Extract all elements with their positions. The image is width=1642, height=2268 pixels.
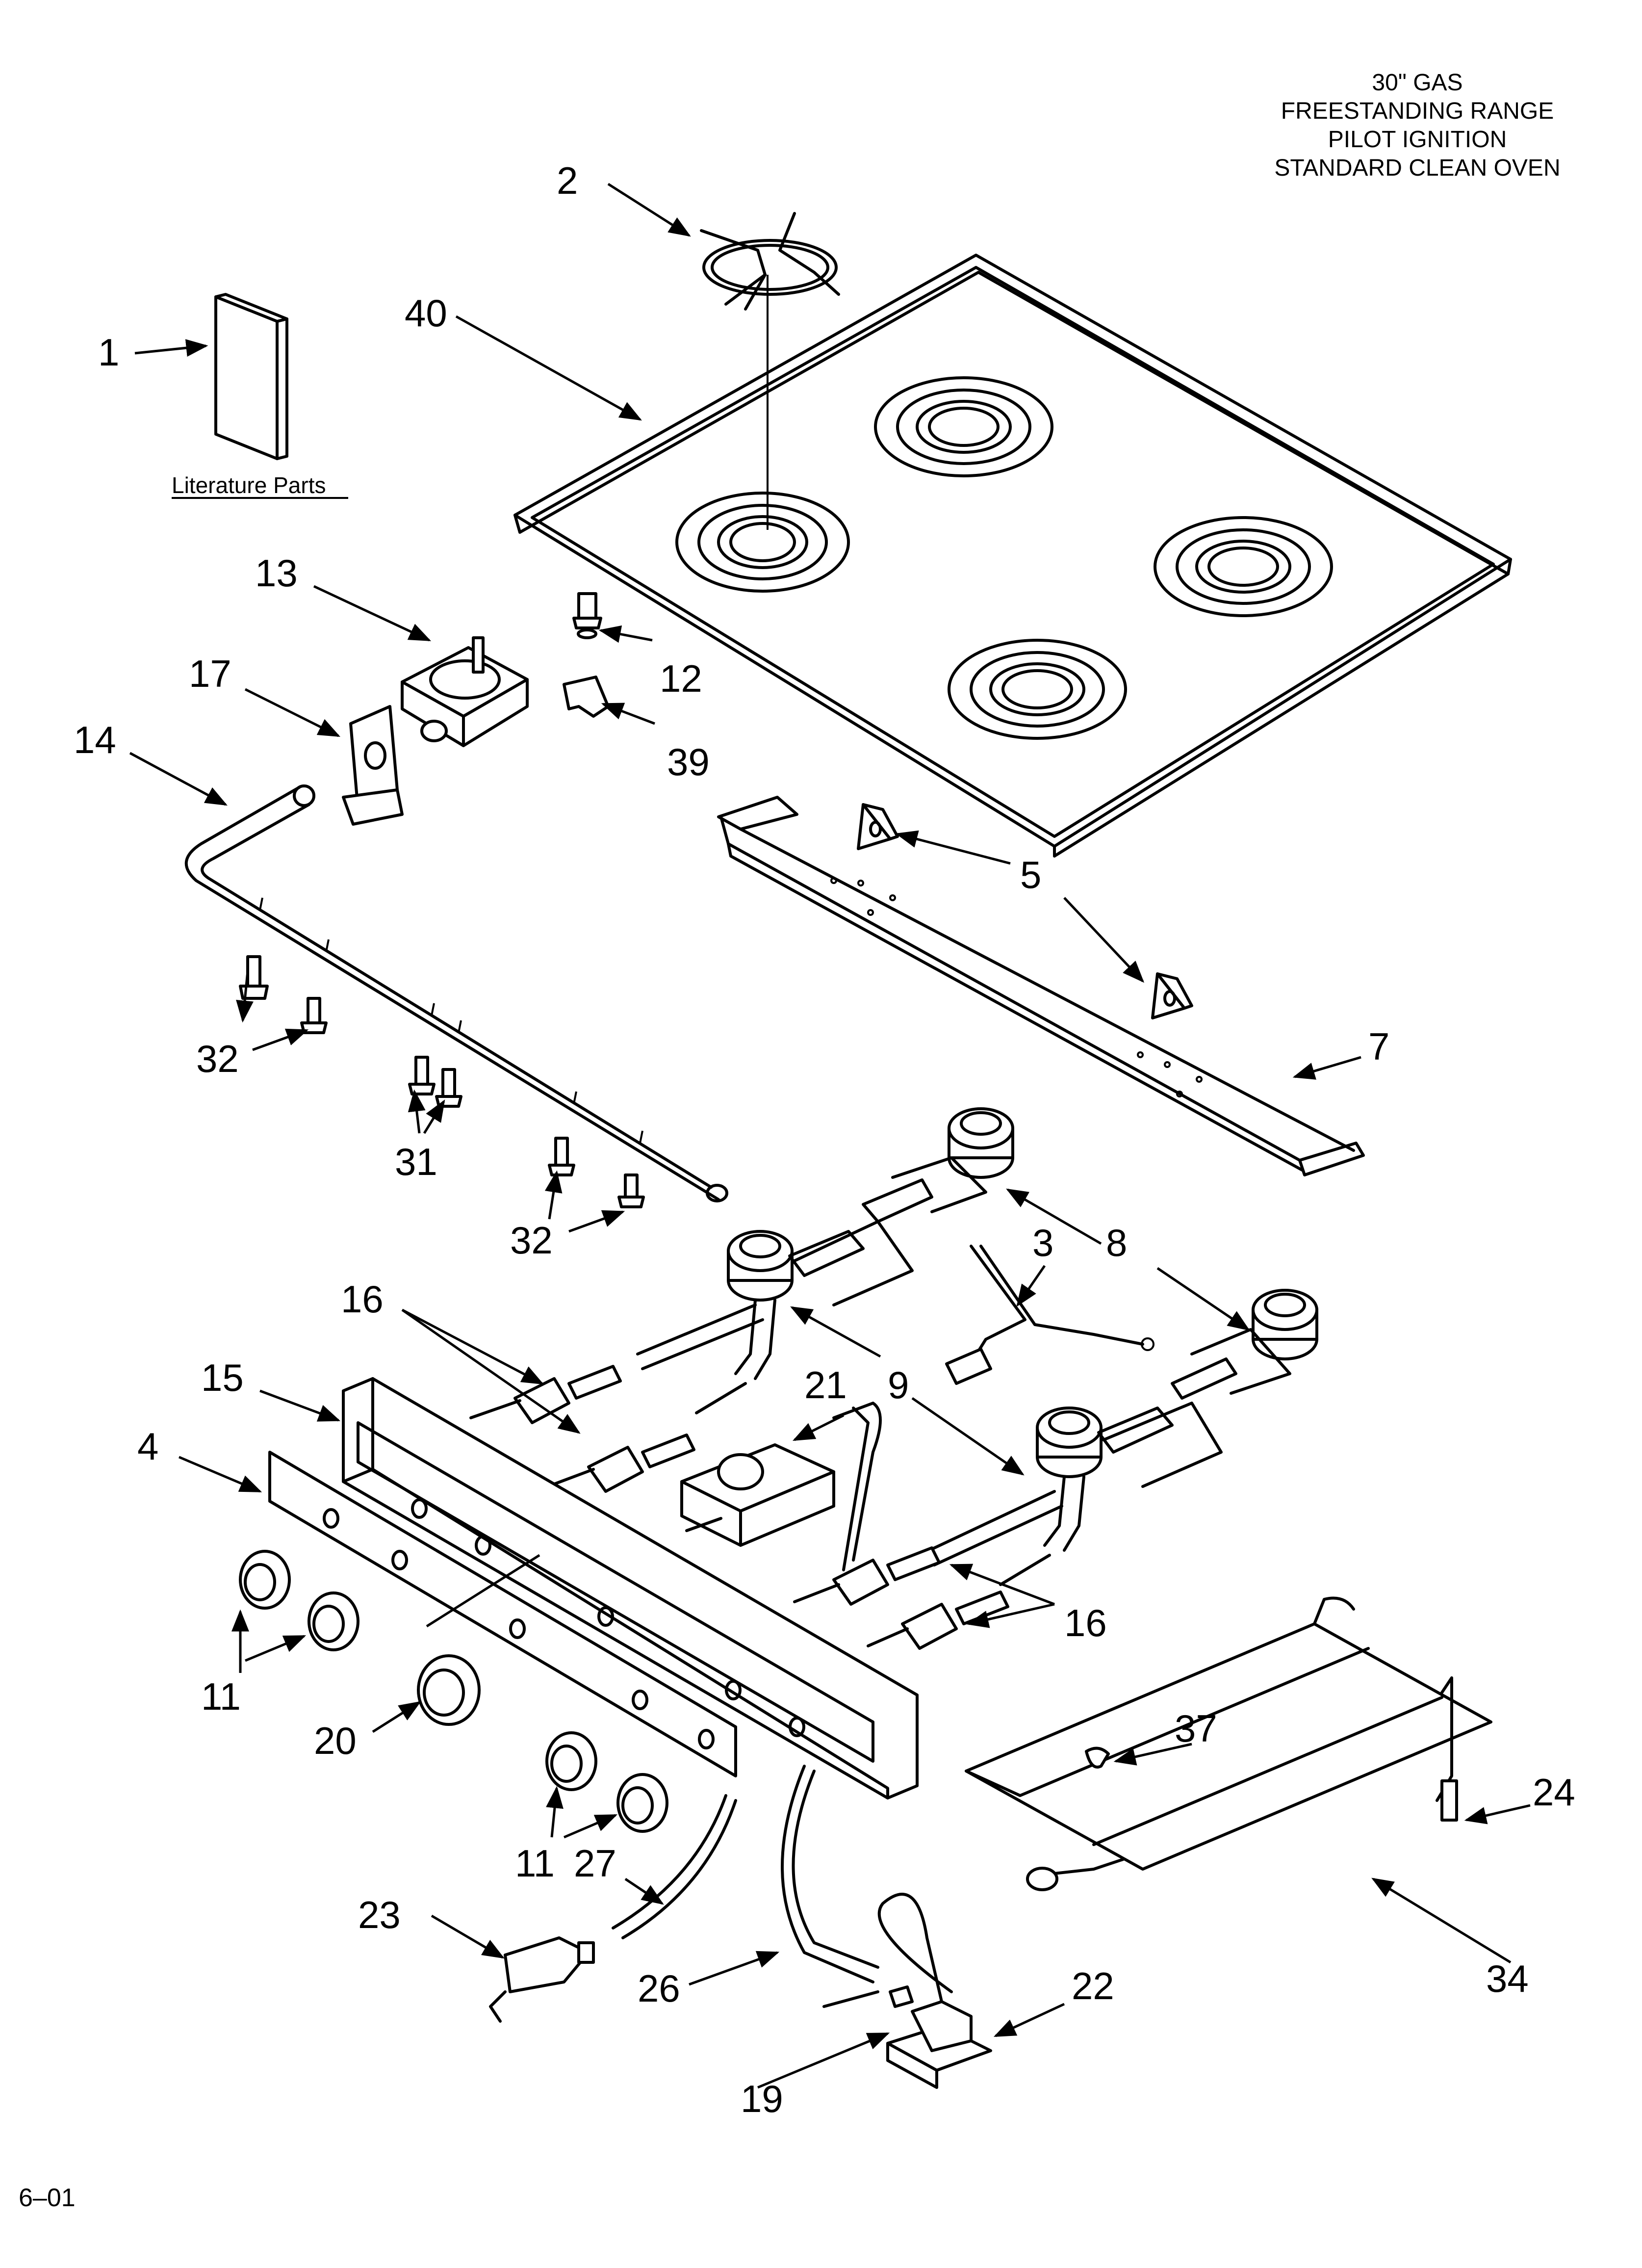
callout-2: 2 <box>557 159 578 202</box>
title-line-3: PILOT IGNITION <box>1328 127 1507 153</box>
burner-shield-right <box>1151 972 1193 1019</box>
manifold-screws <box>239 955 645 1208</box>
callout-11-right: 11 <box>515 1842 555 1885</box>
control-panel <box>342 1377 919 1799</box>
burner-recess-rear-left <box>874 376 1053 477</box>
callout-arrows <box>129 182 1531 2089</box>
burner-recess-front-left <box>675 492 850 593</box>
callout-17: 17 <box>189 652 231 695</box>
callout-39: 39 <box>667 740 710 783</box>
pilot-tubing <box>945 1245 1155 1385</box>
burner-recess-front-right <box>948 639 1127 740</box>
burner-shield-left <box>857 803 899 850</box>
pilot-burner <box>489 1936 595 2023</box>
callout-27: 27 <box>574 1842 616 1885</box>
title-line-2: FREESTANDING RANGE <box>1281 98 1554 124</box>
safety-valve <box>877 1893 992 2089</box>
oven-burner-baffle <box>965 1596 1492 1891</box>
callout-16-right: 16 <box>1064 1601 1107 1644</box>
title-line-4: STANDARD CLEAN OVEN <box>1274 155 1561 181</box>
callout-23: 23 <box>358 1893 401 1936</box>
callout-8: 8 <box>1106 1221 1127 1264</box>
oven-clip <box>1085 1747 1110 1769</box>
callout-34: 34 <box>1486 1957 1529 2000</box>
callout-16-left: 16 <box>341 1277 384 1321</box>
bake-pilot-tubing <box>612 1765 879 2008</box>
valve <box>401 636 529 747</box>
callout-32-bottom: 32 <box>510 1219 553 1262</box>
callout-5: 5 <box>1020 853 1041 896</box>
callout-3: 3 <box>1032 1221 1053 1264</box>
orifice-hood <box>572 592 602 639</box>
callout-21: 21 <box>804 1363 847 1407</box>
title-block: 30" GAS FREESTANDING RANGE PILOT IGNITIO… <box>1202 69 1633 182</box>
title-line-1: 30" GAS <box>1372 70 1463 96</box>
callout-9: 9 <box>888 1363 909 1407</box>
callout-12: 12 <box>660 657 702 700</box>
callout-labels: 1 2 40 13 17 14 12 39 5 7 8 3 9 21 16 16… <box>74 159 1575 2120</box>
callout-24: 24 <box>1533 1771 1575 1814</box>
callout-14: 14 <box>74 718 116 761</box>
callout-22: 22 <box>1072 1964 1114 2007</box>
callout-40: 40 <box>405 291 447 335</box>
burner-grate <box>700 212 840 530</box>
literature-parts-label: Literature Parts <box>172 472 326 498</box>
valve-bracket <box>342 705 404 826</box>
control-panel-shield <box>268 1451 805 1777</box>
callout-11-left: 11 <box>201 1675 241 1718</box>
burner-clip <box>563 676 610 718</box>
callout-37: 37 <box>1175 1707 1217 1750</box>
control-knobs <box>239 1550 668 1833</box>
callout-1: 1 <box>98 331 119 374</box>
burner-rear-left <box>862 1107 1014 1223</box>
callout-26: 26 <box>638 1967 680 2010</box>
thermostat <box>680 1402 882 1571</box>
burner-support-bracket <box>717 796 1365 1176</box>
callout-15: 15 <box>201 1356 244 1399</box>
burner-recess-rear-right <box>1154 516 1333 617</box>
callout-20: 20 <box>314 1719 357 1762</box>
callout-7: 7 <box>1368 1025 1389 1068</box>
literature-parts-booklet <box>214 293 288 460</box>
callout-32-top: 32 <box>196 1037 239 1080</box>
burner-front-left <box>727 1220 914 1380</box>
burner-front-right <box>1036 1402 1223 1552</box>
callout-19: 19 <box>741 2077 783 2120</box>
cooktop <box>513 254 1512 858</box>
burner-tubes <box>636 1303 1063 1586</box>
manifold-pipe <box>184 784 728 1202</box>
burner-rear-right <box>1171 1289 1318 1400</box>
burner-valves <box>469 1365 1009 1650</box>
callout-13: 13 <box>255 551 298 595</box>
footer-code: 6–01 <box>19 2184 76 2212</box>
callout-4: 4 <box>137 1425 158 1468</box>
callout-31: 31 <box>395 1140 437 1183</box>
